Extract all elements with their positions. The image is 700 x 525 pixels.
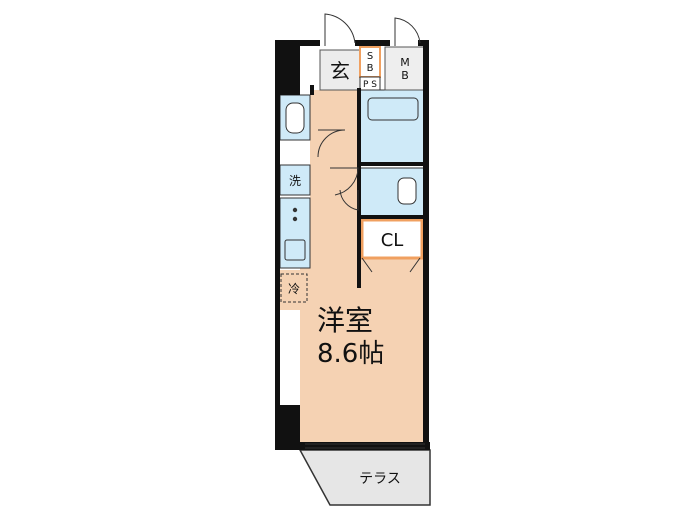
- meter-box: [384, 46, 426, 91]
- sb-label-b: B: [367, 63, 374, 74]
- kitchen: [279, 197, 311, 269]
- mb-label-b: B: [401, 69, 409, 82]
- bathroom: [359, 89, 426, 166]
- terrace-sliding-door: [305, 443, 425, 449]
- closet-label: CL: [381, 230, 404, 251]
- door-swings: [317, 13, 421, 273]
- sb-label-s: S: [367, 51, 373, 62]
- entrance-label: 玄: [330, 59, 350, 83]
- ps-label: P S: [363, 80, 377, 90]
- room-name-label: 洋室: [317, 304, 373, 337]
- fridge-space: [280, 273, 308, 303]
- washbasin: [279, 94, 311, 141]
- walls: [275, 40, 430, 450]
- room-size-label: 8.6帖: [317, 339, 384, 369]
- shaft-ps: [359, 76, 381, 91]
- washer-space: [279, 164, 311, 196]
- washer-label: 洗: [289, 174, 301, 188]
- mb-label-m: M: [400, 56, 410, 69]
- fridge-label: 冷: [288, 282, 300, 296]
- closet: [360, 218, 424, 260]
- toilet-room: [359, 167, 426, 217]
- terrace-label: テラス: [359, 471, 401, 487]
